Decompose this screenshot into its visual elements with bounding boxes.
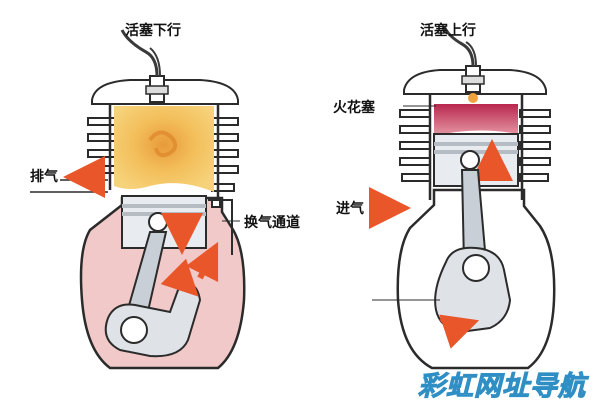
transfer-port-label: 换气通道 bbox=[244, 215, 300, 231]
intake-label: 进气 bbox=[336, 201, 364, 217]
left-engine bbox=[30, 29, 246, 370]
right-crank-rotation-arrow bbox=[439, 314, 480, 349]
left-crank bbox=[104, 283, 202, 358]
right-engine bbox=[369, 25, 556, 370]
left-combustion-gas bbox=[114, 106, 214, 192]
spark-plug-label: 火花塞 bbox=[333, 100, 375, 116]
right-crank bbox=[434, 246, 512, 334]
exhaust-label: 排气 bbox=[30, 169, 58, 185]
left-transfer-flow-arrow bbox=[160, 258, 199, 297]
left-spark-plug bbox=[120, 29, 169, 103]
left-title: 活塞下行 bbox=[125, 23, 181, 39]
right-compressed-charge bbox=[434, 104, 518, 136]
right-spark-plug bbox=[442, 25, 485, 103]
left-transfer-up-arrow bbox=[185, 241, 219, 283]
right-title: 活塞上行 bbox=[420, 23, 476, 39]
watermark: 彩虹网址导航 bbox=[418, 371, 586, 403]
